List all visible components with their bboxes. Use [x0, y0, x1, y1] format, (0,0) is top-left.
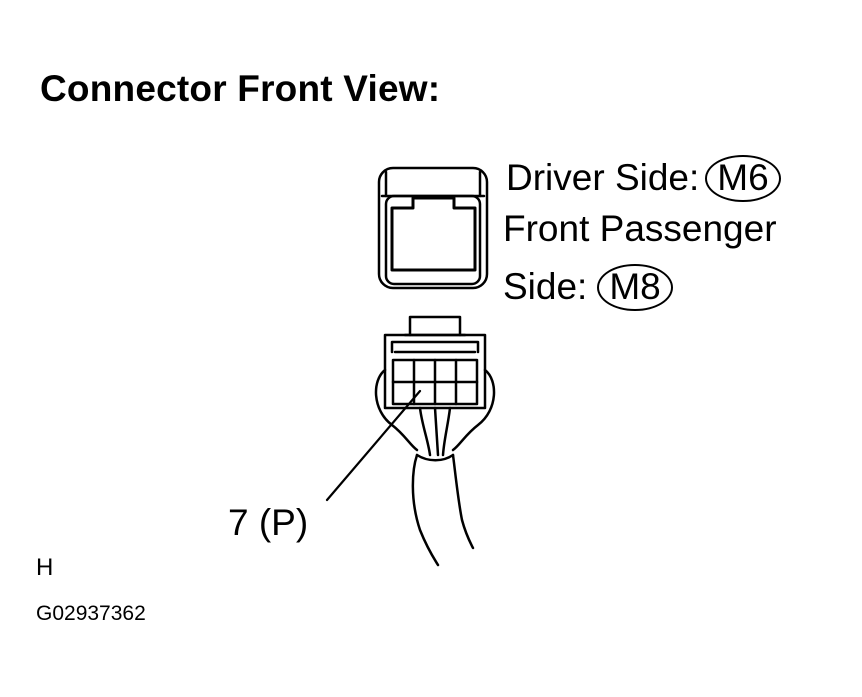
driver-side-code-badge: M6 [705, 155, 781, 202]
pin-leader-line [325, 389, 422, 502]
figure-id: G02937362 [36, 602, 146, 625]
driver-side-label: Driver Side: [506, 157, 700, 198]
passenger-line-1: Front Passenger [503, 208, 777, 249]
corner-letter: H [36, 554, 54, 581]
passenger-side-code-badge: M8 [597, 264, 673, 311]
passenger-side-label: Side: [503, 266, 588, 307]
diagram-title: Connector Front View: [40, 68, 441, 109]
passenger-side-label-row: Side:M8 [503, 264, 673, 311]
jack-face-icon [377, 166, 489, 290]
plug-connector-icon [374, 315, 496, 567]
pin-label: 7 (P) [228, 502, 309, 543]
driver-side-label-row: Driver Side:M6 [506, 155, 781, 202]
